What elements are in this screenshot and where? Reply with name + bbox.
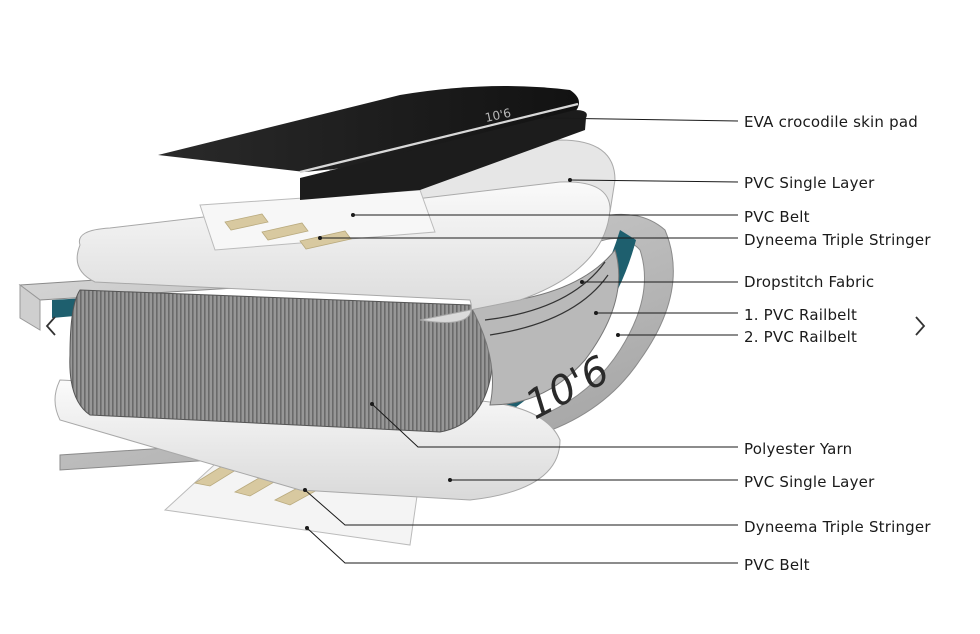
label-pvc-railbelt-1: 1. PVC Railbelt xyxy=(744,306,858,324)
prev-arrow[interactable] xyxy=(36,311,66,341)
leader-belt-top-dot xyxy=(351,213,355,217)
leader-eva-dot xyxy=(543,116,547,120)
leader-yarn-dot xyxy=(370,402,374,406)
dropstitch-core xyxy=(69,248,620,433)
label-eva-pad: EVA crocodile skin pad xyxy=(744,113,918,131)
top-stringers xyxy=(224,213,352,250)
label-dyneema-stringer-top: Dyneema Triple Stringer xyxy=(744,231,931,249)
label-polyester-yarn: Polyester Yarn xyxy=(744,440,853,458)
leader-stringer-bottom xyxy=(304,489,738,526)
leader-rail2-dot xyxy=(616,333,620,337)
label-dyneema-stringer-bottom: Dyneema Triple Stringer xyxy=(744,518,931,536)
label-pvc-belt-top: PVC Belt xyxy=(744,208,810,226)
leader-pvc-bottom-dot xyxy=(448,478,452,482)
label-pvc-belt-bottom: PVC Belt xyxy=(744,556,810,574)
leader-yarn xyxy=(371,403,738,448)
label-pvc-single-layer-top: PVC Single Layer xyxy=(744,174,875,192)
pad-marking: 10'6 xyxy=(484,106,513,125)
leader-pvc-top-dot xyxy=(568,178,572,182)
leader-stringer-top-dot xyxy=(318,236,322,240)
leader-belt-bottom xyxy=(306,527,738,564)
eva-pad: 10'6 xyxy=(158,86,587,200)
label-dropstitch-fabric: Dropstitch Fabric xyxy=(744,273,875,291)
label-pvc-railbelt-2: 2. PVC Railbelt xyxy=(744,328,858,346)
label-pvc-single-layer-bottom: PVC Single Layer xyxy=(744,473,875,491)
next-arrow[interactable] xyxy=(905,311,935,341)
leader-pvc-top xyxy=(569,179,739,183)
chevron-left-icon xyxy=(45,316,56,336)
leader-rail1-dot xyxy=(594,311,598,315)
leader-belt-bottom-dot xyxy=(305,526,309,530)
leader-dropstitch-dot xyxy=(580,280,584,284)
leader-stringer-bottom-dot xyxy=(303,488,307,492)
leader-eva xyxy=(544,117,739,122)
leader-lines xyxy=(303,116,739,564)
chevron-right-icon xyxy=(915,316,926,336)
